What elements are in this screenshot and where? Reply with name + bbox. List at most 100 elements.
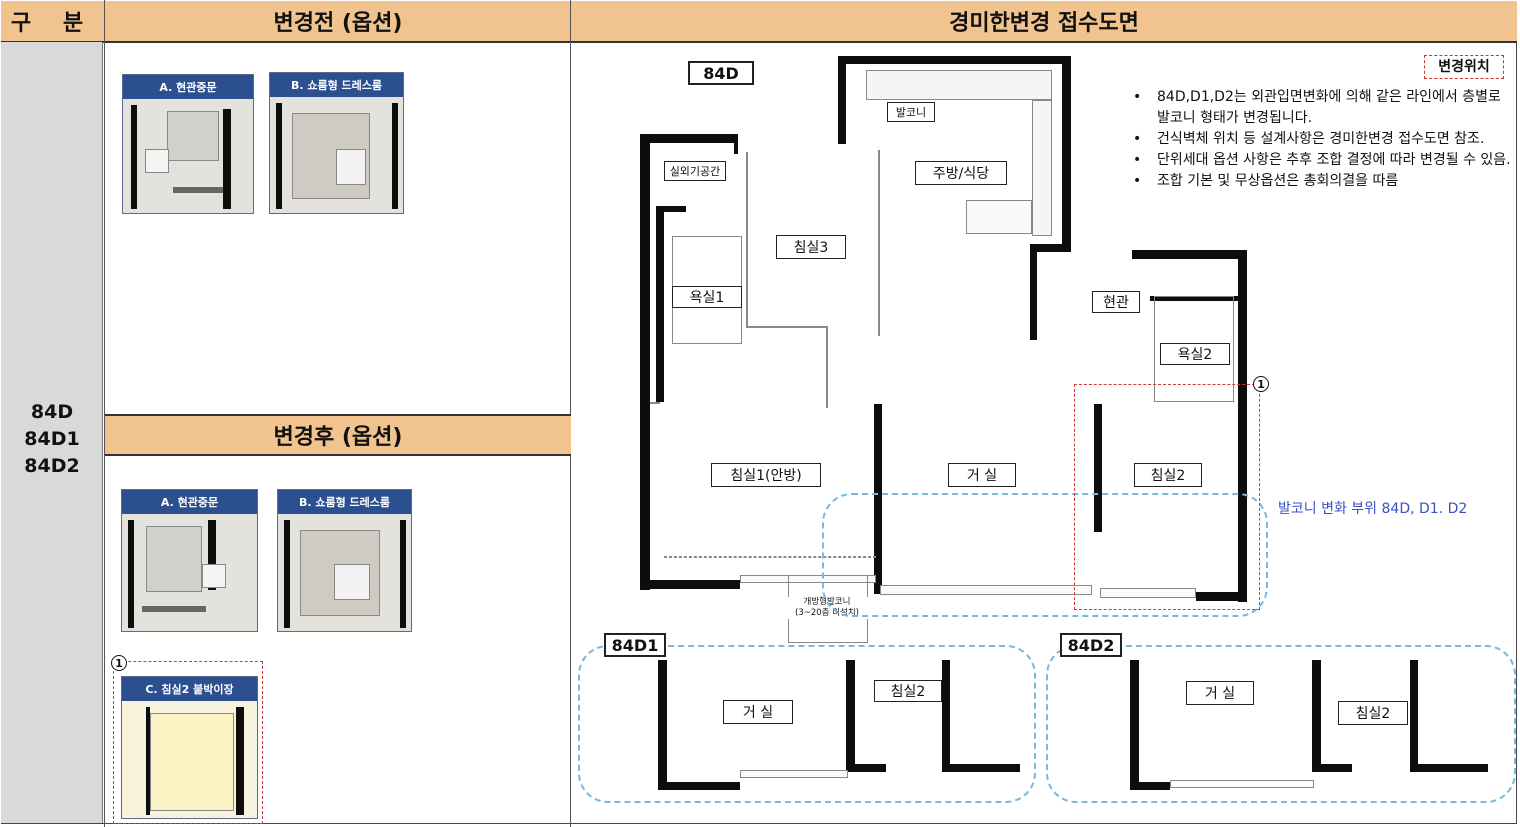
interior-wall — [664, 556, 876, 558]
wall — [1130, 660, 1139, 790]
island — [966, 200, 1032, 234]
room-label-bedroom1: 침실1(안방) — [711, 463, 821, 487]
wall — [838, 56, 1070, 64]
wall — [276, 103, 282, 209]
wall — [1418, 764, 1488, 772]
window — [740, 770, 848, 778]
wall — [640, 580, 740, 589]
kitchen-counter — [866, 70, 1052, 100]
floor-tile — [146, 526, 202, 592]
wall — [658, 782, 740, 790]
wall — [658, 660, 667, 790]
note-item: 건식벽체 위치 등 설계사항은 경미한변경 접수도면 참조. — [1133, 129, 1513, 150]
divider-1 — [104, 0, 105, 827]
wall — [142, 606, 206, 612]
wall — [640, 134, 734, 143]
divider-2 — [570, 0, 571, 827]
wall — [846, 764, 886, 772]
before-option-a-image: A. 현관중문 — [122, 74, 254, 214]
wall — [223, 109, 231, 209]
bedroom2-change-region — [1074, 384, 1260, 610]
wall — [1030, 244, 1037, 340]
bed — [336, 149, 366, 185]
option-caption: C. 침실2 붙박이장 — [122, 677, 257, 701]
floor-tile — [167, 111, 219, 161]
wall — [284, 520, 290, 628]
note-item: 84D,D1,D2는 외관입면변화에 의해 같은 라인에서 층별로 발코니 형태… — [1133, 87, 1513, 129]
wall — [236, 707, 244, 815]
door-frame — [145, 149, 169, 173]
room-label-bedroom2: 침실2 — [1134, 463, 1202, 487]
wall — [146, 707, 150, 815]
after-option-a-image: A. 현관중문 — [121, 489, 258, 632]
wall — [656, 206, 686, 212]
wall — [656, 206, 664, 402]
wall — [838, 56, 846, 144]
room-label-living: 거 실 — [948, 463, 1016, 487]
unit-type: 84D — [30, 401, 74, 423]
variant-84d2-bedroom: 침실2 — [1338, 701, 1408, 725]
interior-wall — [878, 150, 880, 336]
unit-type: 84D1 — [24, 428, 80, 450]
after-option-b-image: B. 쇼룸형 드레스룸 — [277, 489, 412, 632]
wall — [734, 134, 738, 154]
window — [1100, 588, 1196, 598]
wall — [392, 103, 398, 209]
balcony-change-label: 발코니 변화 부위 84D, D1. D2 — [1278, 501, 1468, 517]
option-c-marker: 1 — [111, 655, 127, 671]
before-option-b-image: B. 쇼룸형 드레스룸 — [269, 72, 404, 214]
location-tag-frame — [1424, 55, 1504, 79]
variant-84d1-living: 거 실 — [723, 700, 793, 724]
room-label-bedroom3: 침실3 — [776, 235, 846, 259]
variant-84d2-living: 거 실 — [1186, 681, 1254, 705]
unit-type-column: 84D 84D1 84D2 — [1, 42, 103, 823]
note-item: 조합 기본 및 무상옵션은 총회의결을 따름 — [1133, 171, 1513, 192]
wall — [128, 520, 134, 628]
wall — [1238, 250, 1247, 602]
room-label-kitchen: 주방/식당 — [915, 161, 1007, 185]
room-label-entrance: 현관 — [1092, 291, 1140, 313]
wall — [874, 404, 882, 594]
interior-wall — [746, 152, 748, 328]
wall — [1062, 56, 1071, 252]
option-caption: A. 현관중문 — [122, 490, 257, 514]
wall — [1130, 782, 1170, 790]
wall — [1030, 244, 1071, 252]
wall — [640, 134, 650, 590]
room-label-outdoor-unit: 실외기공간 — [664, 161, 726, 181]
option-caption: B. 쇼룸형 드레스룸 — [270, 73, 403, 97]
interior-wall — [746, 326, 828, 328]
variant-84d1-bedroom: 침실2 — [874, 680, 942, 702]
bath-fixtures — [1154, 296, 1234, 402]
note-item: 단위세대 옵션 사항은 추후 조합 결정에 따라 변경될 수 있음. — [1133, 150, 1513, 171]
header-category: 구 분 — [1, 1, 105, 43]
wall — [1094, 404, 1102, 532]
change-marker: 1 — [1253, 376, 1269, 392]
option-caption: A. 현관중문 — [123, 75, 253, 99]
plan-notes: 84D,D1,D2는 외관입면변화에 의해 같은 라인에서 층별로 발코니 형태… — [1133, 87, 1513, 192]
variant-84d1-tag: 84D1 — [604, 633, 666, 657]
variant-84d2-tag: 84D2 — [1060, 633, 1122, 657]
option-caption: B. 쇼룸형 드레스룸 — [278, 490, 411, 514]
unit-type-list: 84D 84D1 84D2 — [1, 399, 103, 480]
balcony-change-region — [822, 493, 1268, 617]
window — [880, 585, 1092, 595]
location-tag: 변경위치 — [1438, 59, 1490, 75]
unit-type: 84D2 — [24, 455, 80, 477]
variant-84d2-region — [1046, 645, 1516, 803]
header-plan: 경미한변경 접수도면 — [571, 1, 1517, 43]
header-before: 변경전 (옵션) — [105, 1, 571, 43]
window — [1170, 780, 1314, 788]
after-option-c-highlight — [113, 661, 263, 824]
room-label-bath2: 욕실2 — [1160, 343, 1230, 365]
variant-84d1-region — [578, 645, 1036, 803]
wall — [950, 764, 1020, 772]
room-label-bath1: 욕실1 — [672, 286, 742, 308]
wall — [1150, 296, 1242, 301]
wall — [1132, 250, 1246, 259]
plan-type-tag: 84D — [688, 61, 754, 85]
room-area — [150, 713, 234, 811]
wall — [400, 520, 406, 628]
wall — [131, 105, 137, 209]
wall — [1196, 592, 1246, 601]
